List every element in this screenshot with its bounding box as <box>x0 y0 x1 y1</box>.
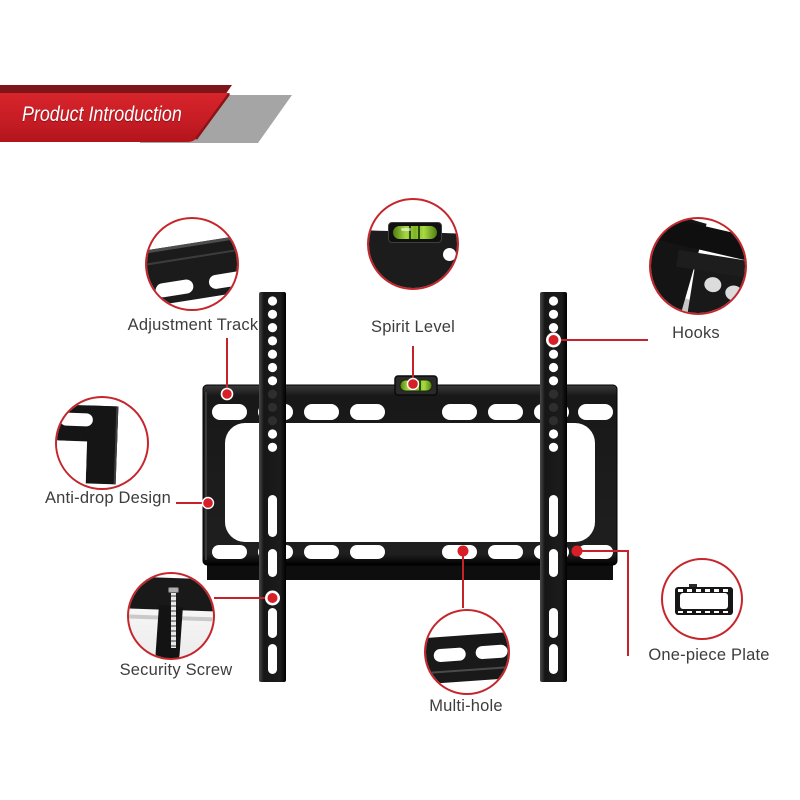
one-piece-plate-thumbnail <box>661 558 743 640</box>
track-bar <box>147 233 237 309</box>
screw-cap <box>168 587 179 593</box>
banner-ribbon-graphic <box>0 85 292 143</box>
left-mounting-arm <box>259 292 286 682</box>
hooks-label: Hooks <box>672 324 720 342</box>
bracket-arm <box>155 605 183 658</box>
dot-spirit-level <box>406 377 420 391</box>
mini-plate <box>675 587 733 615</box>
multi-hole-thumbnail <box>424 609 510 695</box>
spirit-level-label: Spirit Level <box>370 318 456 336</box>
anti-drop-label: Anti-drop Design <box>44 489 172 507</box>
anti-drop-thumbnail <box>55 396 149 490</box>
adjustment-track-thumbnail <box>145 217 239 311</box>
level-vial <box>393 226 437 239</box>
dot-adjustment-track <box>220 387 234 401</box>
callout-dots <box>201 332 583 606</box>
security-screw-thumbnail <box>127 572 215 660</box>
one-piece-plate-label: One-piece Plate <box>648 646 770 664</box>
callout-connector-lines <box>176 338 648 656</box>
dot-one-piece-plate <box>571 545 583 557</box>
dot-hooks <box>548 335 559 345</box>
adjustment-track-label: Adjustment Track <box>127 316 259 334</box>
multi-hole-bar <box>426 631 508 685</box>
right-mounting-arm <box>540 292 567 682</box>
wall-plate <box>202 384 618 580</box>
dot-multi-hole <box>457 545 469 557</box>
banner-title: Product Introduction <box>22 103 182 126</box>
dot-security-screw <box>267 593 278 603</box>
spirit-level-thumbnail <box>367 198 459 290</box>
line-one-piece-plate <box>582 550 629 656</box>
multi-hole-label: Multi-hole <box>429 697 503 715</box>
security-screw-label: Security Screw <box>119 661 233 679</box>
product-introduction-banner: Product Introduction <box>0 85 300 145</box>
hooks-thumbnail <box>649 217 747 315</box>
dot-anti-drop <box>201 496 215 510</box>
screw-rod <box>171 592 176 648</box>
